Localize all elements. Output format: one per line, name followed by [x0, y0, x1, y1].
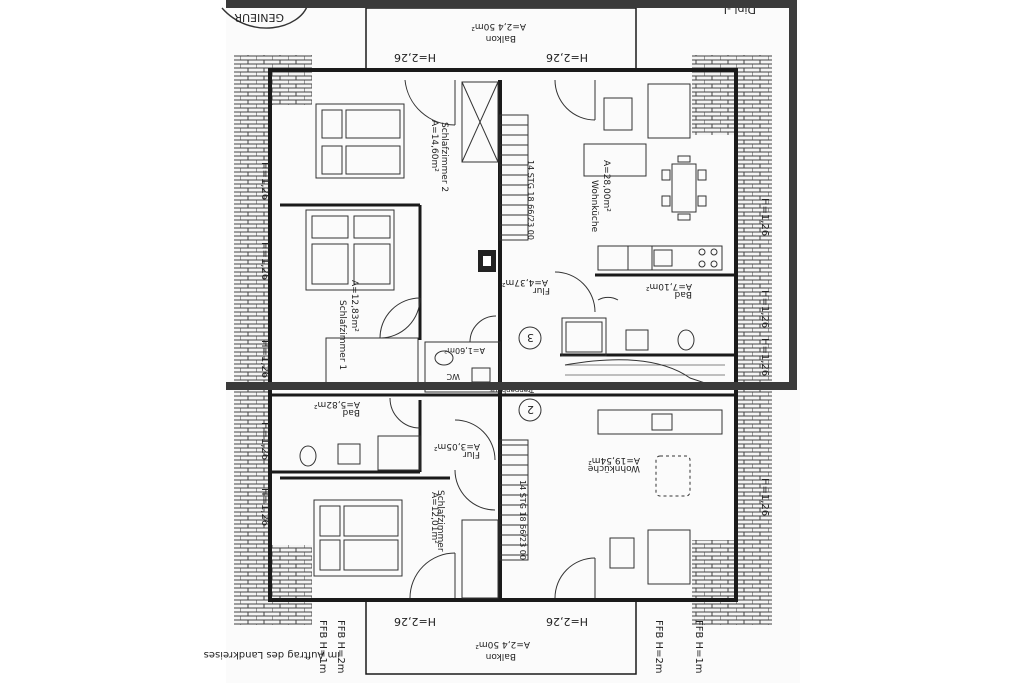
wc-label: WC — [446, 372, 460, 381]
wardrobe — [461, 519, 499, 599]
wohnkueche-bottom-label: Wohnküche — [587, 463, 640, 473]
side-height-right-4: H=1,26 — [759, 478, 770, 516]
sink-icon — [651, 413, 673, 431]
sofa-icon — [583, 143, 647, 177]
double-bed-icon — [305, 209, 395, 291]
ffb-3: FFB H=2m — [653, 620, 664, 674]
highlight-frame — [226, 0, 797, 390]
room-bad-bottom: Bad A=5,82m² — [270, 397, 422, 474]
balcony-bottom-area: A=2,4 50m² — [475, 639, 530, 649]
bad-top-label: Bad — [675, 289, 692, 299]
room-schlafzimmer-2: Schlafzimmer 2 A=14,60m² — [280, 79, 499, 207]
flur-top-area: A=4,37m² — [501, 277, 548, 287]
footnote-text: im Auftrag des Landkreises — [204, 649, 340, 660]
wc-area: A=1,60m² — [444, 346, 485, 355]
room-schlafzimmer-1: Schlafzimmer 1 A=12,83m² — [305, 205, 422, 387]
room-wohnkueche-bottom: Wohnküche A=19,54m² 14 STG 18 66/23 00 — [499, 409, 723, 599]
double-bed-icon — [313, 499, 403, 577]
wohnkueche-top-area: A=28,00m² — [601, 160, 611, 212]
height-top-left: H=2,26 — [394, 51, 436, 64]
ffb-4: FFB H=1m — [693, 620, 704, 674]
room-flur-top: Flur A=4,37m² 3 — [379, 250, 596, 350]
side-height-right-1: H=1,26 — [759, 198, 770, 236]
brick-wall-top-right — [692, 55, 772, 135]
stove-icon — [698, 248, 706, 256]
ffb-2: FFB H=2m — [335, 620, 346, 674]
unit-number-top: 3 — [527, 331, 534, 344]
side-height-left-3: H=1,26 — [259, 340, 270, 378]
side-table — [603, 97, 633, 131]
room-wohnkueche-top: Wohnküche A=28,00m² 14 STG 18 66/23 00 — [499, 79, 723, 271]
toilet-icon — [677, 329, 695, 351]
side-height-right-3: H=1,26 — [759, 338, 770, 376]
unit-number-bottom: 2 — [527, 403, 534, 416]
wohnkueche-bottom-area: A=19,54m² — [588, 455, 640, 465]
dining-table-icon — [655, 455, 691, 497]
side-height-left-2: H=1,26 — [259, 242, 270, 280]
double-bed-icon — [315, 103, 405, 179]
bad-bottom-area: A=5,82m² — [313, 399, 360, 409]
balcony-bottom-label: Balkon — [486, 651, 516, 661]
flur-top-label: Flur — [533, 285, 550, 295]
schlafzimmer2-area: A=14,60m² — [429, 120, 439, 172]
bad-bottom-label: Bad — [343, 407, 360, 417]
brick-wall-top-left — [234, 55, 312, 105]
door-swing — [404, 79, 456, 126]
brick-wall-bottom-left — [234, 545, 312, 625]
stair-top-label: 14 STG 18 66/23 00 — [526, 160, 535, 240]
balcony-labels: Balkon A=2,4 50m² A=2,4 50m² Balkon — [471, 21, 530, 661]
height-bottom-left: H=2,26 — [394, 615, 436, 628]
shower-icon — [377, 435, 421, 471]
toilet-icon — [434, 350, 454, 366]
dining-table-icon — [671, 163, 697, 213]
side-table — [609, 537, 635, 569]
toilet-icon — [299, 445, 317, 467]
stair-bottom-label: 14 STG 18 66/23 00 — [518, 480, 527, 560]
shower-icon — [561, 317, 607, 357]
staircase — [499, 439, 529, 561]
side-height-left-1: H=1,26 — [259, 162, 270, 200]
room-schlafzimmer-bottom: Schlafzimmer A=12,01m² — [280, 476, 499, 599]
staircase — [499, 114, 529, 241]
unit-number-marker — [518, 326, 542, 350]
kitchen-counter — [597, 409, 723, 435]
flur-bottom-label: Flur — [463, 449, 480, 459]
flur-bottom-area: A=3,05m² — [433, 441, 480, 451]
sink-icon — [653, 249, 673, 267]
room-bad-top: Bad A=7,10m² — [560, 273, 736, 357]
room-flur-bottom: Flur A=3,05m² 2 — [433, 398, 542, 511]
stamp-seal-text: GENIEUR — [234, 11, 284, 24]
ffb-labels: FFB H=1m FFB H=2m FFB H=2m FFB H=1m — [317, 620, 704, 674]
kitchen-counter — [597, 245, 723, 271]
bad-top-area: A=7,10m² — [645, 281, 692, 291]
wardrobe — [461, 81, 499, 163]
height-top-right: H=2,26 — [546, 51, 588, 64]
schlafzimmer2-label: Schlafzimmer 2 — [439, 122, 449, 192]
height-bottom-right: H=2,26 — [546, 615, 588, 628]
side-height-right-2: H=1,26 — [759, 290, 770, 328]
ffb-1: FFB H=1m — [317, 620, 328, 674]
schlafzimmer-bottom-area: A=12,01m² — [429, 492, 439, 544]
schlafzimmer1-area: A=12,83m² — [349, 280, 359, 332]
side-height-left-5: H=1,26 — [259, 488, 270, 526]
sink-icon — [625, 329, 649, 351]
balcony-top-label: Balkon — [486, 33, 516, 43]
schlafzimmer-bottom-label: Schlafzimmer — [435, 490, 445, 552]
armchair-icon — [647, 83, 691, 139]
sink-icon — [337, 443, 361, 465]
schlafzimmer1-label: Schlafzimmer 1 — [337, 300, 347, 370]
unit-number-marker — [518, 398, 542, 422]
height-labels: H=2,26 H=2,26 H=2,26 H=2,26 H=1,26 H=1,2… — [259, 51, 770, 628]
armchair-icon — [647, 529, 691, 585]
brick-wall-right — [736, 135, 772, 545]
wohnkueche-top-label: Wohnküche — [589, 180, 599, 233]
balcony-top-area: A=2,4 50m² — [471, 21, 526, 31]
brick-wall-bottom-right — [692, 540, 772, 625]
side-height-left-4: H=1,26 — [259, 422, 270, 460]
brick-wall-left — [234, 105, 270, 615]
